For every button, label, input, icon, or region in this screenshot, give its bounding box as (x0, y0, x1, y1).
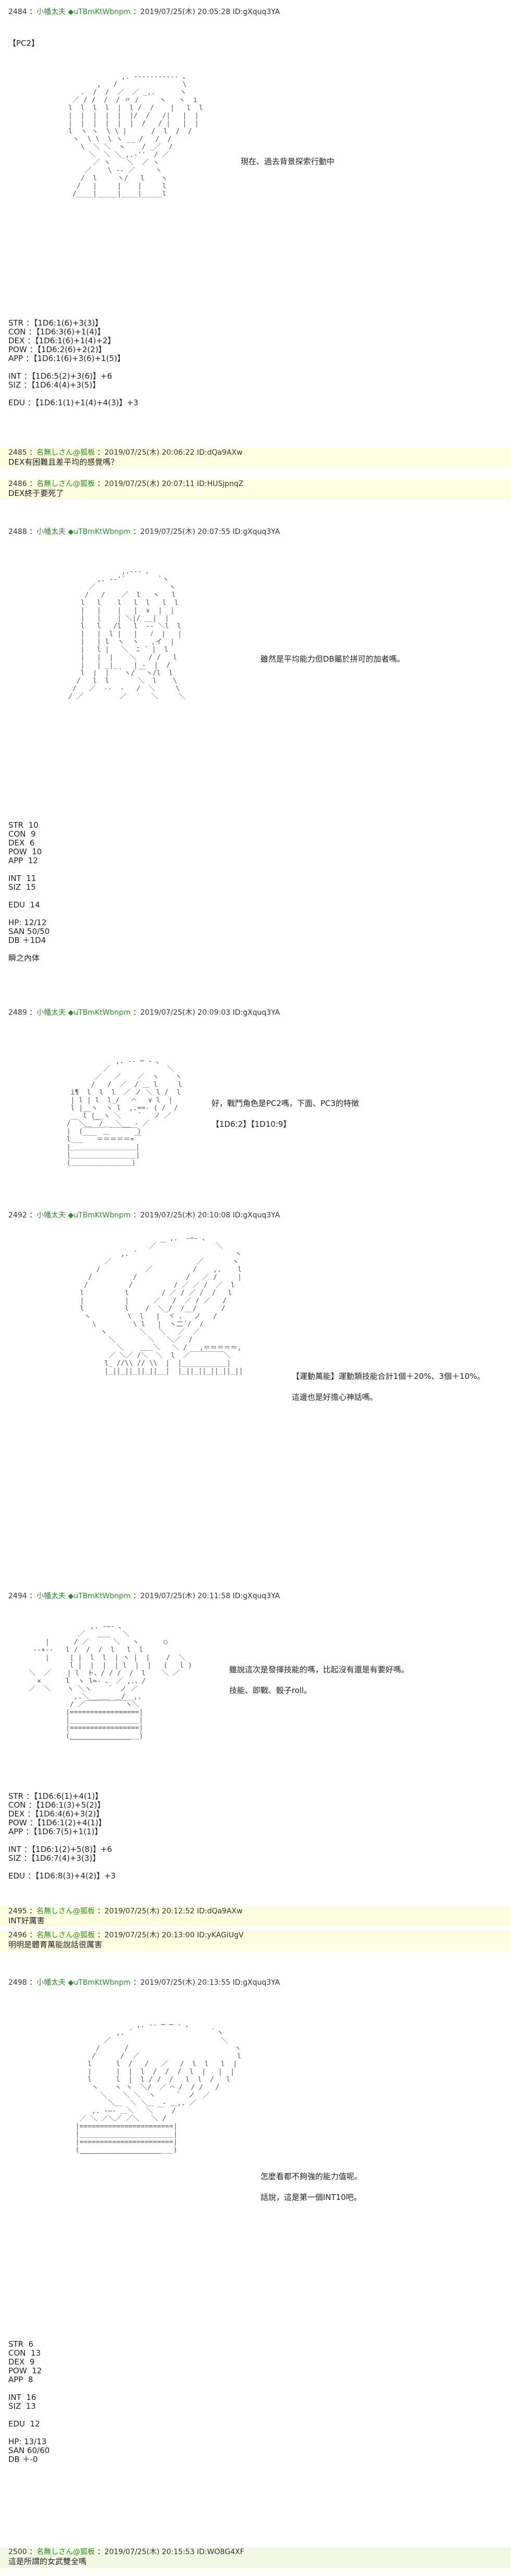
poster-trip: ◆uTBmKtWbnpm (68, 8, 131, 16)
post-number: 2486 (8, 480, 27, 488)
poster-name[interactable]: 名無しさん@狐板 (36, 2548, 95, 2556)
post-header: 2496 ：名無しさん@狐板 ：2019/07/25(木) 20:13:00 I… (8, 1931, 244, 1939)
post-body: 明明是體育萬能說話很厲害 (8, 1940, 103, 1949)
poster-name[interactable]: 名無しさん@狐板 (36, 449, 95, 457)
post-meta: 2019/07/25(木) 20:09:03 ID:gXquq3YA (140, 1009, 280, 1017)
ascii-art: ,. -─- 、 ／ ￣ ＼ ,. ´ ヽ ／ ／ ヽ / ／ / ,. l /… (80, 1235, 243, 1375)
post-header: 2500 ：名無しさん@狐板 ：2019/07/25(木) 20:15:53 I… (8, 2548, 244, 2556)
post-number: 2488 (8, 528, 27, 536)
post-2498: 2498 ：小幡太夫 ◆uTBmKtWbnpm ：2019/07/25(木) 2… (0, 1978, 511, 1987)
ascii-art: ,. -―- ､ ／ ＿＿ ＼ | / ／ ＼ ヽ ○ ‐‐+‐‐ l / / … (29, 1623, 192, 1748)
post-number: 2500 (8, 2548, 27, 2556)
post-2496: 2496 ：名無しさん@狐板 ：2019/07/25(木) 20:13:00 I… (0, 1931, 511, 1951)
poster-name[interactable]: 小幡太夫 (36, 8, 66, 16)
poster-name[interactable]: 小幡太夫 (36, 1592, 66, 1600)
post-2486: 2486 ：名無しさん@狐板 ：2019/07/25(木) 20:07:11 I… (0, 479, 511, 499)
post-meta: 2019/07/25(木) 20:10:08 ID:gXquq3YA (140, 1211, 280, 1219)
ascii-art: ,. -‐ ─ ─ - 、 ,. ´ ｀ヽ ／ ＼ / / ヽ / / ／ l (75, 2021, 242, 2162)
post-header: 2495 ：名無しさん@狐板 ：2019/07/25(木) 20:12:52 I… (8, 1907, 243, 1915)
stat-block: STR ：【1D6:6(1)+4(1)】 CON ：【1D6:1(3)+5(2)… (8, 1791, 116, 1881)
post-number: 2494 (8, 1592, 27, 1600)
post-number: 2496 (8, 1931, 27, 1939)
post-meta: 2019/07/25(木) 20:12:52 ID:dQa9AXw (104, 1907, 243, 1915)
post-note: 好，戰鬥角色是PC2嗎，下面、PC3的特徴 【1D6:2】【1D10:9】 (211, 1099, 359, 1129)
post-note: 雖然是平均能力但DB屬於拼可的加者嗎。 (260, 654, 405, 664)
poster-name[interactable]: 名無しさん@狐板 (36, 1931, 95, 1939)
post-body: 這是所謂的女武雙全嗎 (8, 2557, 87, 2566)
poster-name[interactable]: 小幡太夫 (36, 1211, 66, 1219)
post-note: 現在、過去背景探索行動中 (241, 157, 335, 166)
poster-trip: ◆uTBmKtWbnpm (68, 1592, 131, 1600)
post-body: 【PC2】 (8, 39, 40, 48)
post-number: 2495 (8, 1907, 27, 1915)
post-2495: 2495 ：名無しさん@狐板 ：2019/07/25(木) 20:12:52 I… (0, 1907, 511, 1926)
post-2489: 2489 ：小幡太夫 ◆uTBmKtWbnpm ：2019/07/25(木) 2… (0, 1008, 511, 1017)
post-number: 2484 (8, 8, 27, 16)
post-meta: 2019/07/25(木) 20:07:55 ID:gXquq3YA (140, 528, 280, 536)
post-meta: 2019/07/25(木) 20:13:55 ID:gXquq3YA (140, 1978, 280, 1987)
post-header: 2488 ：小幡太夫 ◆uTBmKtWbnpm ：2019/07/25(木) 2… (8, 528, 280, 536)
post-header: 2486 ：名無しさん@狐板 ：2019/07/25(木) 20:07:11 I… (8, 480, 244, 488)
post-header: 2489 ：小幡太夫 ◆uTBmKtWbnpm ：2019/07/25(木) 2… (8, 1009, 280, 1017)
post-body: DEX有困難且差平均的感覺嗎？ (8, 457, 119, 467)
post-meta: 2019/07/25(木) 20:11:58 ID:gXquq3YA (140, 1592, 280, 1600)
ascii-art: ,.-‐- ､ ,. -‐'´ `ヽ ／ ヽ / / ／ l ヽ l l l l… (68, 568, 185, 701)
post-body: DEX終于要死了 (8, 489, 64, 498)
poster-name[interactable]: 小幡太夫 (36, 1978, 66, 1987)
post-2485: 2485 ：名無しさん@狐板 ：2019/07/25(木) 20:06:22 I… (0, 448, 511, 468)
poster-name[interactable]: 名無しさん@狐板 (36, 480, 95, 488)
poster-trip: ◆uTBmKtWbnpm (68, 1978, 131, 1987)
post-2500: 2500 ：名無しさん@狐板 ：2019/07/25(木) 20:15:53 I… (0, 2547, 511, 2568)
post-2492: 2492 ：小幡太夫 ◆uTBmKtWbnpm ：2019/07/25(木) 2… (0, 1211, 511, 1220)
post-note: 怎麼看都不夠強的能力值呢。 話說，這是第一個INT10吧。 (260, 2172, 363, 2202)
post-meta: 2019/07/25(木) 20:06:22 ID:dQa9AXw (104, 449, 243, 457)
post-number: 2492 (8, 1211, 27, 1219)
poster-name[interactable]: 小幡太夫 (36, 528, 66, 536)
post-meta: 2019/07/25(木) 20:13:00 ID:yKAGiUgV (104, 1931, 244, 1939)
post-header: 2498 ：小幡太夫 ◆uTBmKtWbnpm ：2019/07/25(木) 2… (8, 1978, 280, 1987)
post-2488: 2488 ：小幡太夫 ◆uTBmKtWbnpm ：2019/07/25(木) 2… (0, 527, 511, 537)
post-2494: 2494 ：小幡太夫 ◆uTBmKtWbnpm ：2019/07/25(木) 2… (0, 1591, 511, 1601)
poster-name[interactable]: 名無しさん@狐板 (36, 1907, 95, 1915)
ascii-art: ,. -‐ ─ - ､ ／ ＼ ／ ／ ／ ヽ ヽ / / ／ / ＿ l l … (66, 1057, 182, 1167)
post-meta: 2019/07/25(木) 20:07:11 ID:HUSjpnqZ (104, 480, 244, 488)
poster-trip: ◆uTBmKtWbnpm (68, 1009, 131, 1017)
post-meta: 2019/07/25(木) 20:05:28 ID:gXquq3YA (140, 8, 280, 16)
post-header: 2485 ：名無しさん@狐板 ：2019/07/25(木) 20:06:22 I… (8, 449, 243, 457)
stat-block: STR ：【1D6:1(6)+3(3)】 CON ：【1D6:3(6)+1(4)… (8, 318, 139, 407)
post-note: 雖說這次是發揮技能的嗎，比起沒有還是有要好嗎。 技能、即戰、骰子roll。 (229, 1665, 409, 1695)
post-header: 2494 ：小幡太夫 ◆uTBmKtWbnpm ：2019/07/25(木) 2… (8, 1592, 280, 1600)
post-number: 2489 (8, 1009, 27, 1017)
post-body: INT好厲害 (8, 1916, 45, 1925)
poster-name[interactable]: 小幡太夫 (36, 1009, 66, 1017)
post-header: 2484 ：小幡太夫 ◆uTBmKtWbnpm ：2019/07/25(木) 2… (8, 8, 280, 16)
post-meta: 2019/07/25(木) 20:15:53 ID:WO8G4XF (104, 2548, 244, 2556)
post-number: 2498 (8, 1978, 27, 1987)
post-2484: 2484 ：小幡太夫 ◆uTBmKtWbnpm ：2019/07/25(木) 2… (0, 7, 511, 48)
post-number: 2485 (8, 449, 27, 457)
poster-trip: ◆uTBmKtWbnpm (68, 1211, 131, 1219)
post-note: 【運動萬能】運動類技能合計1個＋20%、3個＋10%。 這邊也是好擔心神話嗎。 (292, 1372, 485, 1402)
stat-block: STR 6 CON 13 DEX 9 POW 12 APP 8 INT 16 S… (8, 2339, 50, 2464)
poster-trip: ◆uTBmKtWbnpm (68, 528, 131, 536)
ascii-art: ,. ----------- 、 , / \ . / / ／ ／ _,. ヽ ／… (68, 73, 203, 198)
post-header: 2492 ：小幡太夫 ◆uTBmKtWbnpm ：2019/07/25(木) 2… (8, 1211, 280, 1219)
stat-block: STR 10 CON 9 DEX 6 POW 10 APP 12 INT 11 … (8, 820, 50, 963)
